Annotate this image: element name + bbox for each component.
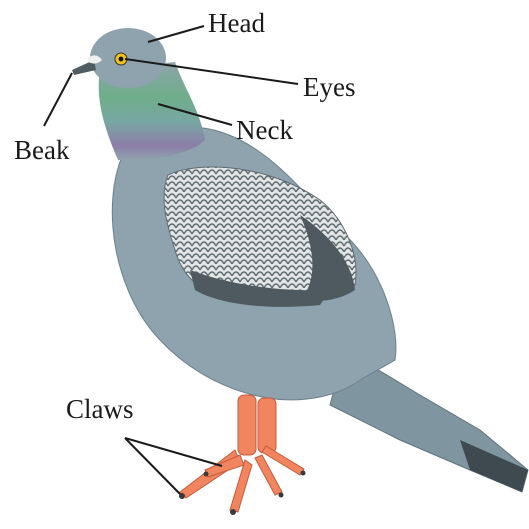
pigeon-pupil [119,57,124,62]
label-beak: Beak [14,137,69,164]
head-leader-line [148,26,204,42]
label-claws: Claws [66,396,134,423]
label-eyes: Eyes [303,74,355,101]
pigeon-head [90,28,166,88]
label-head: Head [208,10,265,37]
label-neck: Neck [236,117,293,144]
pigeon-feet [180,395,304,512]
beak-leader-line [44,73,72,126]
